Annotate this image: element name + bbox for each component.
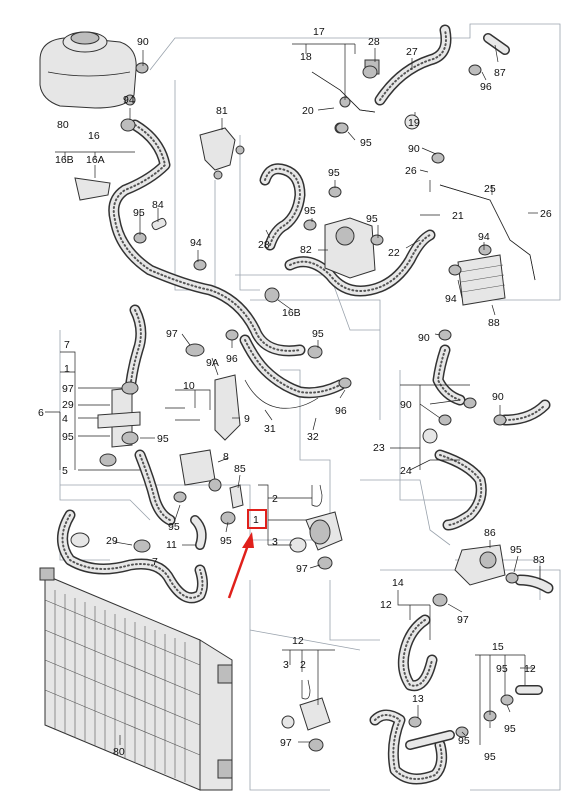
hoses xyxy=(57,24,554,785)
callout-2-bottom[interactable]: 2 xyxy=(300,659,306,671)
callout-94-left[interactable]: 94 xyxy=(190,237,202,249)
callout-10[interactable]: 10 xyxy=(183,380,195,392)
guide-lines xyxy=(59,23,561,791)
callout-11[interactable]: 11 xyxy=(166,539,177,551)
callout-90-t[interactable]: 90 xyxy=(400,399,412,411)
callout-95-top[interactable]: 95 xyxy=(360,137,372,149)
callout-9[interactable]: 9 xyxy=(244,413,250,425)
callout-95-b2[interactable]: 95 xyxy=(484,751,496,763)
callout-26-right[interactable]: 26 xyxy=(540,208,552,220)
callout-12-bottom[interactable]: 12 xyxy=(292,635,304,647)
callout-95-lower[interactable]: 95 xyxy=(168,521,180,533)
callout-16b[interactable]: 16B xyxy=(55,154,74,166)
callout-6[interactable]: 6 xyxy=(38,407,44,419)
callout-12-upper[interactable]: 12 xyxy=(380,599,392,611)
callout-94-right[interactable]: 94 xyxy=(478,231,490,243)
callout-96-mid[interactable]: 96 xyxy=(226,353,238,365)
callout-81[interactable]: 81 xyxy=(216,105,228,117)
callout-32[interactable]: 32 xyxy=(307,431,319,443)
callout-19[interactable]: 19 xyxy=(408,117,420,129)
callout-95-left-mid[interactable]: 95 xyxy=(62,431,74,443)
clamps xyxy=(70,62,519,752)
callout-87[interactable]: 87 xyxy=(494,67,506,79)
callout-8[interactable]: 8 xyxy=(223,451,229,463)
callout-95-lower-right[interactable]: 95 xyxy=(496,663,508,675)
callout-28-mid[interactable]: 28 xyxy=(258,239,270,251)
callout-88[interactable]: 88 xyxy=(488,317,500,329)
callout-4[interactable]: 4 xyxy=(62,413,68,425)
callout-14[interactable]: 14 xyxy=(392,577,404,589)
callout-31[interactable]: 31 xyxy=(264,423,276,435)
callout-90-far[interactable]: 90 xyxy=(492,391,504,403)
callout-2-upper[interactable]: 2 xyxy=(272,493,278,505)
callout-96-top[interactable]: 96 xyxy=(480,81,492,93)
callout-3-bottom[interactable]: 3 xyxy=(283,659,289,671)
leader-lines xyxy=(45,43,541,745)
expansion-tank xyxy=(39,31,137,109)
callout-85[interactable]: 85 xyxy=(234,463,246,475)
callout-7-lower[interactable]: 7 xyxy=(152,556,158,568)
callout-16a[interactable]: 16A xyxy=(86,154,105,166)
callout-16[interactable]: 16 xyxy=(88,130,100,142)
callout-83[interactable]: 83 xyxy=(533,554,545,566)
callout-23[interactable]: 23 xyxy=(373,442,385,454)
callout-29-left[interactable]: 29 xyxy=(62,399,74,411)
callout-15[interactable]: 15 xyxy=(492,641,504,653)
callout-20[interactable]: 20 xyxy=(302,105,314,117)
callout-90-right[interactable]: 90 xyxy=(418,332,430,344)
callout-84[interactable]: 84 xyxy=(152,199,164,211)
callout-3-upper[interactable]: 3 xyxy=(272,536,278,548)
selected-part-highlight xyxy=(227,509,267,599)
callout-80-tank[interactable]: 80 xyxy=(57,119,69,131)
callout-18[interactable]: 18 xyxy=(300,51,312,63)
callout-9a[interactable]: 9A xyxy=(206,357,219,369)
callout-21[interactable]: 21 xyxy=(452,210,464,222)
callout-95-valve[interactable]: 95 xyxy=(157,433,169,445)
callout-95-center[interactable]: 95 xyxy=(304,205,316,217)
callout-27[interactable]: 27 xyxy=(406,46,418,58)
callout-22[interactable]: 22 xyxy=(388,247,400,259)
callout-labels: 80 90 94 81 16 16B 16A 95 84 94 17 18 28… xyxy=(38,26,552,763)
callout-95-thermo[interactable]: 95 xyxy=(510,544,522,556)
callout-94-tank[interactable]: 94 xyxy=(123,94,135,106)
callout-97-right[interactable]: 97 xyxy=(457,614,469,626)
callout-1-selected[interactable]: 1 xyxy=(253,514,259,526)
callout-86[interactable]: 86 xyxy=(484,527,496,539)
callout-26-upper[interactable]: 26 xyxy=(405,165,417,177)
callout-12-right[interactable]: 12 xyxy=(524,663,536,675)
callout-95-mid[interactable]: 95 xyxy=(328,167,340,179)
pipes-and-fittings xyxy=(74,59,536,731)
callout-96-right[interactable]: 96 xyxy=(335,405,347,417)
callout-95-left[interactable]: 95 xyxy=(133,207,145,219)
callout-97-mid[interactable]: 97 xyxy=(166,328,178,340)
callout-95-clip[interactable]: 95 xyxy=(220,535,232,547)
callout-95-b3[interactable]: 95 xyxy=(504,723,516,735)
callout-94-cooler[interactable]: 94 xyxy=(445,293,457,305)
callout-90-top[interactable]: 90 xyxy=(137,36,149,48)
callout-95-hose[interactable]: 95 xyxy=(312,328,324,340)
callout-29-lower[interactable]: 29 xyxy=(106,535,118,547)
callout-95-b1[interactable]: 95 xyxy=(458,735,470,747)
callout-5[interactable]: 5 xyxy=(62,465,68,477)
callout-90-mid[interactable]: 90 xyxy=(408,143,420,155)
radiator xyxy=(39,567,233,791)
callout-24[interactable]: 24 xyxy=(400,465,412,477)
callout-16b-mid[interactable]: 16B xyxy=(282,307,301,319)
callout-80-radiator[interactable]: 80 xyxy=(113,746,125,758)
callout-25[interactable]: 25 xyxy=(484,183,496,195)
callout-97-left[interactable]: 97 xyxy=(62,383,74,395)
callout-1-left[interactable]: 1 xyxy=(64,363,70,375)
callout-97-bottom[interactable]: 97 xyxy=(280,737,292,749)
callout-82[interactable]: 82 xyxy=(300,244,312,256)
callout-17[interactable]: 17 xyxy=(313,26,325,38)
callout-95-pump[interactable]: 95 xyxy=(366,213,378,225)
callout-97-upper[interactable]: 97 xyxy=(296,563,308,575)
callout-13[interactable]: 13 xyxy=(412,693,424,705)
callout-7-left[interactable]: 7 xyxy=(64,339,70,351)
callout-28-top[interactable]: 28 xyxy=(368,36,380,48)
